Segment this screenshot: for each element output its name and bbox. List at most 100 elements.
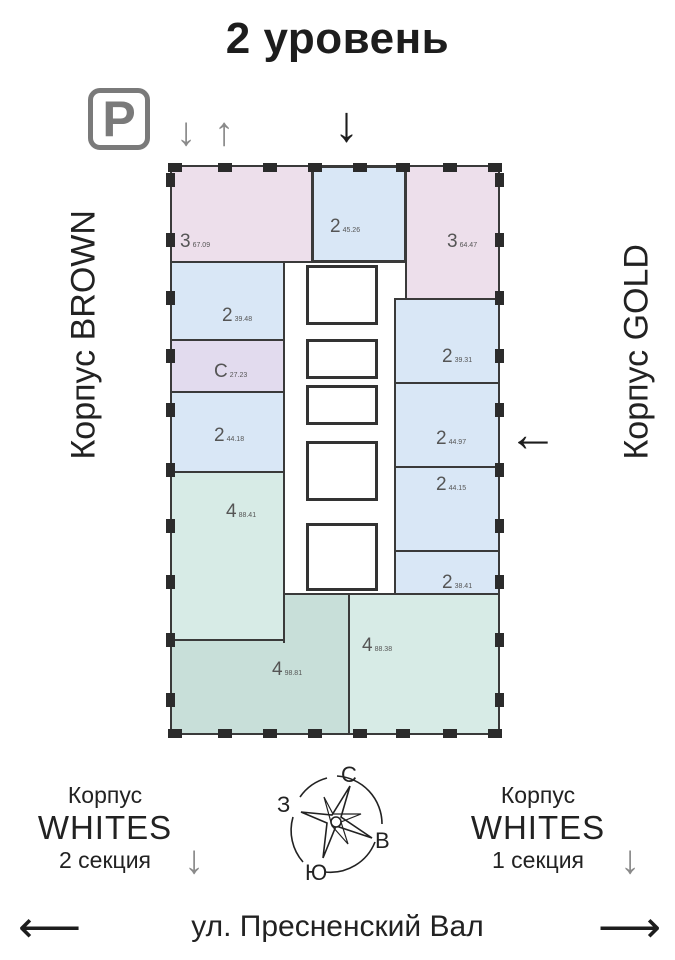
window-pier	[495, 291, 504, 305]
apartment-rooms: 2	[436, 474, 447, 495]
elevator-group-1	[306, 385, 378, 425]
compass-rose-icon	[290, 775, 383, 874]
compass-north: С	[341, 762, 357, 787]
apartment-area: 44.18	[226, 436, 245, 443]
apartment-area: 64.47	[459, 242, 478, 249]
window-pier	[166, 633, 175, 647]
window-pier	[353, 729, 367, 738]
apartment-rooms: 4	[362, 635, 373, 656]
parking-letter: P	[102, 91, 136, 147]
apartment-rooms: 2	[442, 572, 453, 593]
street-left-arrow-icon: ⟵	[18, 903, 82, 952]
window-pier	[308, 163, 322, 172]
apartment-area: 39.31	[454, 357, 473, 364]
whites1-line2: WHITES	[470, 809, 606, 846]
apartment-rooms: 3	[180, 231, 191, 252]
building-whites-2: Корпус WHITES 2 секция	[20, 782, 190, 874]
apartment-rooms: 2	[436, 428, 447, 449]
window-pier	[396, 729, 410, 738]
page-title: 2 уровень	[225, 14, 450, 63]
compass-south: Ю	[305, 860, 328, 885]
window-pier	[166, 463, 175, 477]
whites2-line1: Корпус	[67, 782, 143, 808]
window-pier	[495, 575, 504, 589]
window-pier	[495, 173, 504, 187]
window-pier	[495, 233, 504, 247]
apartment-rooms: 2	[442, 346, 453, 367]
window-pier	[263, 729, 277, 738]
top-entrance-arrow-icon: ↓	[334, 96, 359, 152]
apartment-4-98-81-hall	[283, 593, 350, 643]
window-pier	[263, 163, 277, 172]
compass-west: З	[277, 792, 291, 817]
apartment-area: 27.23	[229, 372, 248, 379]
window-pier	[308, 729, 322, 738]
window-pier	[166, 173, 175, 187]
apartment-rooms: 3	[447, 231, 458, 252]
window-pier	[168, 163, 182, 172]
utility-shaft	[306, 339, 378, 379]
apartment-rooms: С	[214, 361, 228, 382]
window-pier	[166, 291, 175, 305]
elevator-group-2	[306, 441, 378, 501]
apartment-rooms: 2	[214, 425, 225, 446]
parking-up-arrow-icon: ↑	[214, 110, 234, 154]
window-pier	[495, 693, 504, 707]
apartment-rooms: 4	[272, 659, 283, 680]
window-pier	[495, 519, 504, 533]
window-pier	[353, 163, 367, 172]
whites1-down-arrow-icon: ↓	[620, 838, 640, 882]
street-right-arrow-icon: ⟶	[598, 903, 662, 952]
stairwell-top	[306, 265, 378, 325]
whites2-down-arrow-icon: ↓	[184, 838, 204, 882]
apartment-area: 45.26	[342, 227, 361, 234]
compass: С В Ю З	[275, 762, 400, 885]
window-pier	[166, 403, 175, 417]
apartment-area: 98.81	[284, 670, 303, 677]
stairwell-bottom	[306, 523, 378, 591]
apartment-area: 44.15	[448, 485, 467, 492]
window-pier	[218, 729, 232, 738]
window-pier	[443, 163, 457, 172]
window-pier	[495, 633, 504, 647]
window-pier	[495, 349, 504, 363]
apartment-rooms: 4	[226, 501, 237, 522]
apartment-area: 88.41	[238, 512, 257, 519]
window-pier	[443, 729, 457, 738]
window-pier	[166, 575, 175, 589]
compass-east: В	[375, 828, 390, 853]
window-pier	[166, 349, 175, 363]
window-pier	[495, 403, 504, 417]
building-whites-1: Корпус WHITES 1 секция	[458, 782, 618, 874]
building-brown-label: Корпус BROWN	[64, 210, 103, 460]
apartment-area: 39.48	[234, 316, 253, 323]
window-pier	[166, 693, 175, 707]
apartment-area: 88.38	[374, 646, 393, 653]
parking-icon: P	[88, 88, 150, 150]
window-pier	[396, 163, 410, 172]
street-name: ул. Пресненский Вал	[191, 910, 484, 943]
parking-down-arrow-icon: ↓	[176, 110, 196, 154]
right-entrance-arrow-icon: ←	[508, 406, 558, 462]
apartment-area: 67.09	[192, 242, 211, 249]
window-pier	[166, 519, 175, 533]
window-pier	[488, 729, 502, 738]
building-gold-label: Корпус GOLD	[617, 244, 656, 460]
window-pier	[488, 163, 502, 172]
window-pier	[168, 729, 182, 738]
window-pier	[495, 463, 504, 477]
apartment-area: 38.41	[454, 583, 473, 590]
